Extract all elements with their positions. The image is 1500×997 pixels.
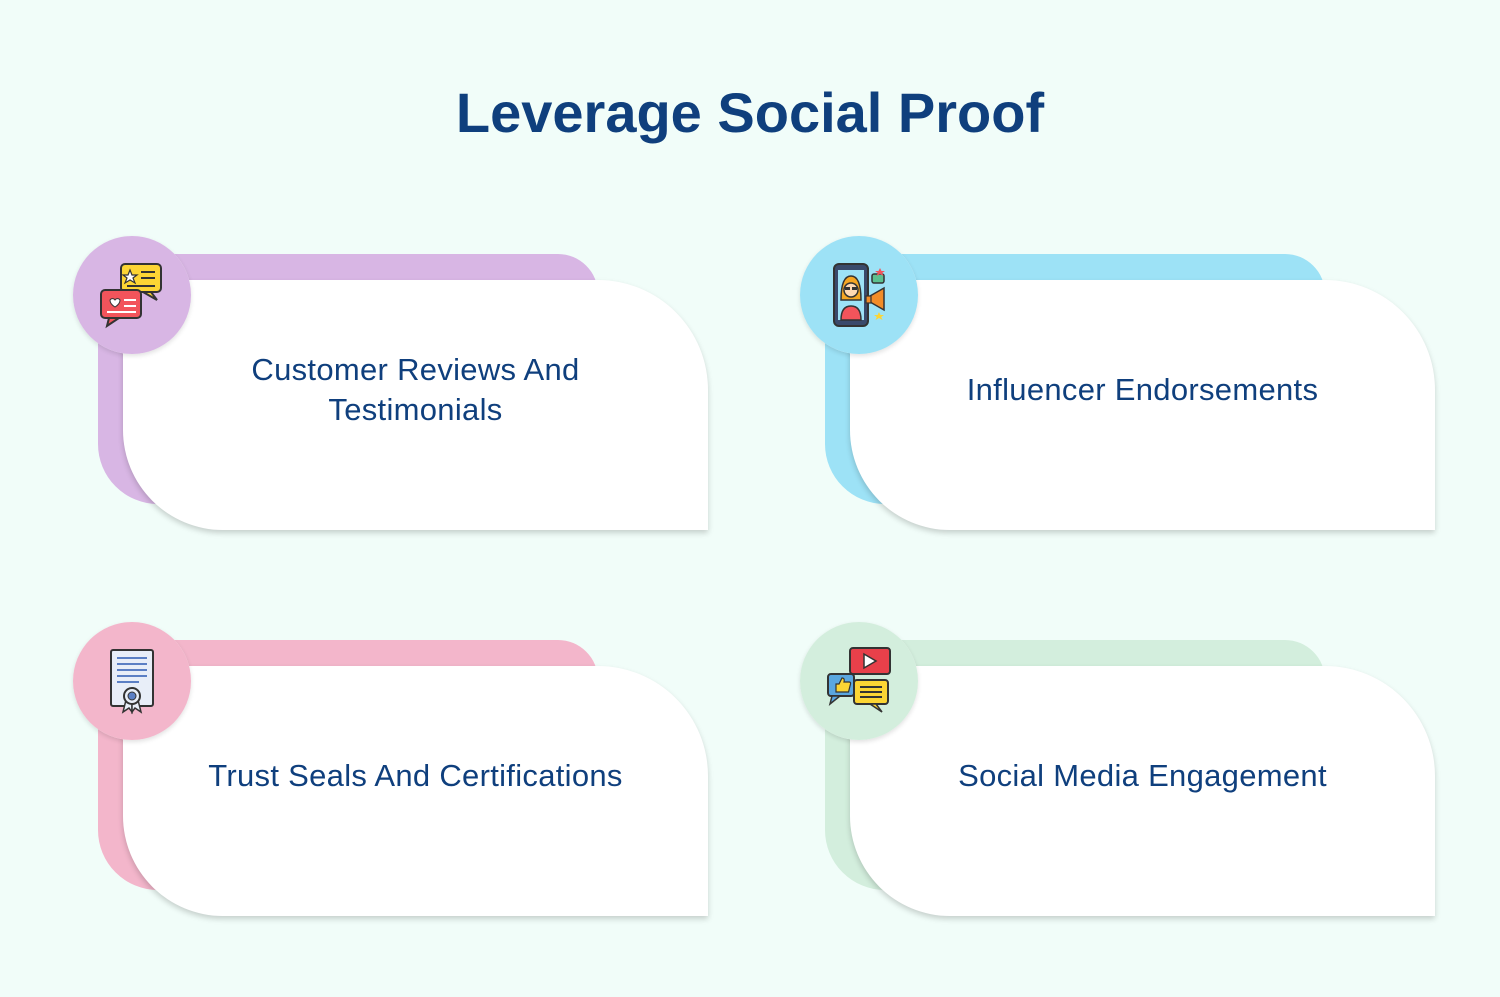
icon-circle: [73, 622, 191, 740]
certificate-icon: [110, 649, 154, 715]
card-customer-reviews: Customer Reviews And Testimonials: [73, 236, 708, 536]
icon-circle: [800, 236, 918, 354]
card-front: Social Media Engagement: [850, 666, 1435, 916]
influencer-phone-icon: [833, 263, 885, 327]
social-media-icon: [827, 647, 891, 713]
card-label: Trust Seals And Certifications: [208, 758, 623, 793]
card-social-media: Social Media Engagement: [800, 622, 1435, 922]
icon-circle: [73, 236, 191, 354]
card-front: Trust Seals And Certifications: [123, 666, 708, 916]
card-front: Customer Reviews And Testimonials: [123, 280, 708, 530]
icon-badge: [73, 236, 191, 354]
card-label: Influencer Endorsements: [966, 372, 1319, 407]
card-label: Customer Reviews And Testimonials: [251, 352, 580, 427]
icon-badge: [73, 622, 191, 740]
card-trust-seals: Trust Seals And Certifications: [73, 622, 708, 922]
icon-badge: [800, 236, 918, 354]
icon-badge: [800, 622, 918, 740]
card-influencer-endorsements: Influencer Endorsements: [800, 236, 1435, 536]
card-front: Influencer Endorsements: [850, 280, 1435, 530]
icon-circle: [800, 622, 918, 740]
card-label: Social Media Engagement: [958, 758, 1327, 793]
review-bubbles-icon: [100, 263, 162, 329]
page-title: Leverage Social Proof: [455, 81, 1045, 144]
